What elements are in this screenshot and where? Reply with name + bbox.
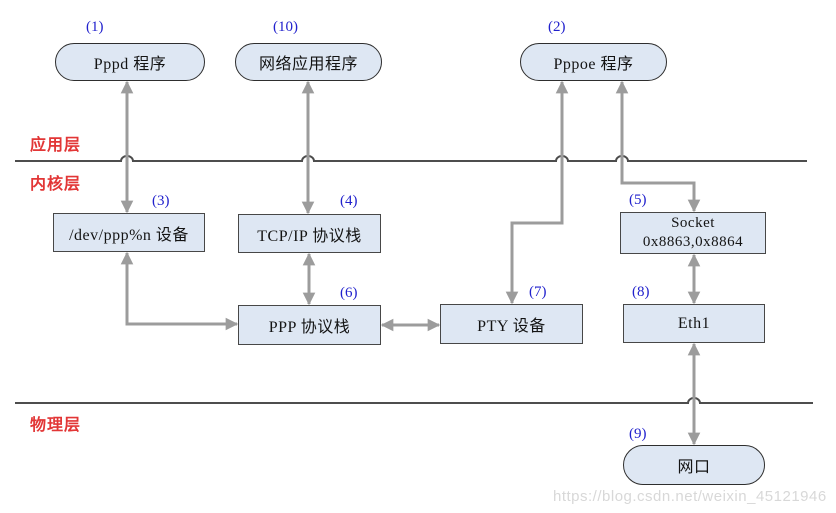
node-number-5: (5) [629, 192, 647, 208]
node-number-6: (6) [340, 285, 358, 301]
node-label: /dev/ppp%n 设备 [69, 226, 189, 244]
node-sublabel: 0x8863,0x8864 [642, 234, 744, 250]
node-number-2: (2) [548, 19, 566, 35]
node-label: Socket [671, 215, 715, 231]
layer-label-kernel: 内核层 [30, 176, 82, 193]
node-label: 网络应用程序 [258, 56, 358, 73]
watermark-url: https://blog.csdn.net/weixin_45121946 [553, 488, 827, 505]
node-number-9: (9) [629, 426, 647, 442]
divider-application-kernel [15, 155, 807, 162]
layer-label-application: 应用层 [30, 137, 82, 154]
arrow-devppp-ppp [120, 251, 239, 331]
node-dev-ppp-device: /dev/ppp%n 设备 [53, 213, 205, 252]
node-network-application: 网络应用程序 [235, 43, 382, 81]
node-label: PPP 协议栈 [268, 319, 351, 336]
arrow-pppoe-socket [615, 80, 701, 213]
node-tcpip-stack: TCP/IP 协议栈 [238, 214, 381, 253]
node-number-1: (1) [86, 19, 104, 35]
node-number-7: (7) [529, 284, 547, 300]
node-pppoe-program: Pppoe 程序 [520, 43, 667, 81]
node-pppd-program: Pppd 程序 [55, 43, 205, 81]
node-label: PTY 设备 [477, 318, 546, 335]
node-number-8: (8) [632, 284, 650, 300]
node-eth1: Eth1 [623, 304, 765, 343]
node-number-4: (4) [340, 193, 358, 209]
node-label: 网口 [677, 459, 711, 476]
node-label: Pppoe 程序 [553, 56, 634, 73]
node-number-3: (3) [152, 193, 170, 209]
layer-label-physical: 物理层 [30, 417, 82, 434]
node-label: Pppd 程序 [93, 56, 167, 73]
node-ppp-stack: PPP 协议栈 [238, 305, 381, 345]
node-label: TCP/IP 协议栈 [257, 227, 362, 245]
node-network-port: 网口 [623, 445, 765, 485]
node-number-10: (10) [273, 19, 298, 35]
node-label: Eth1 [677, 314, 711, 332]
node-socket: Socket 0x8863,0x8864 [620, 212, 766, 254]
node-pty-device: PTY 设备 [440, 304, 583, 344]
arrow-pppoe-pty [505, 80, 569, 305]
